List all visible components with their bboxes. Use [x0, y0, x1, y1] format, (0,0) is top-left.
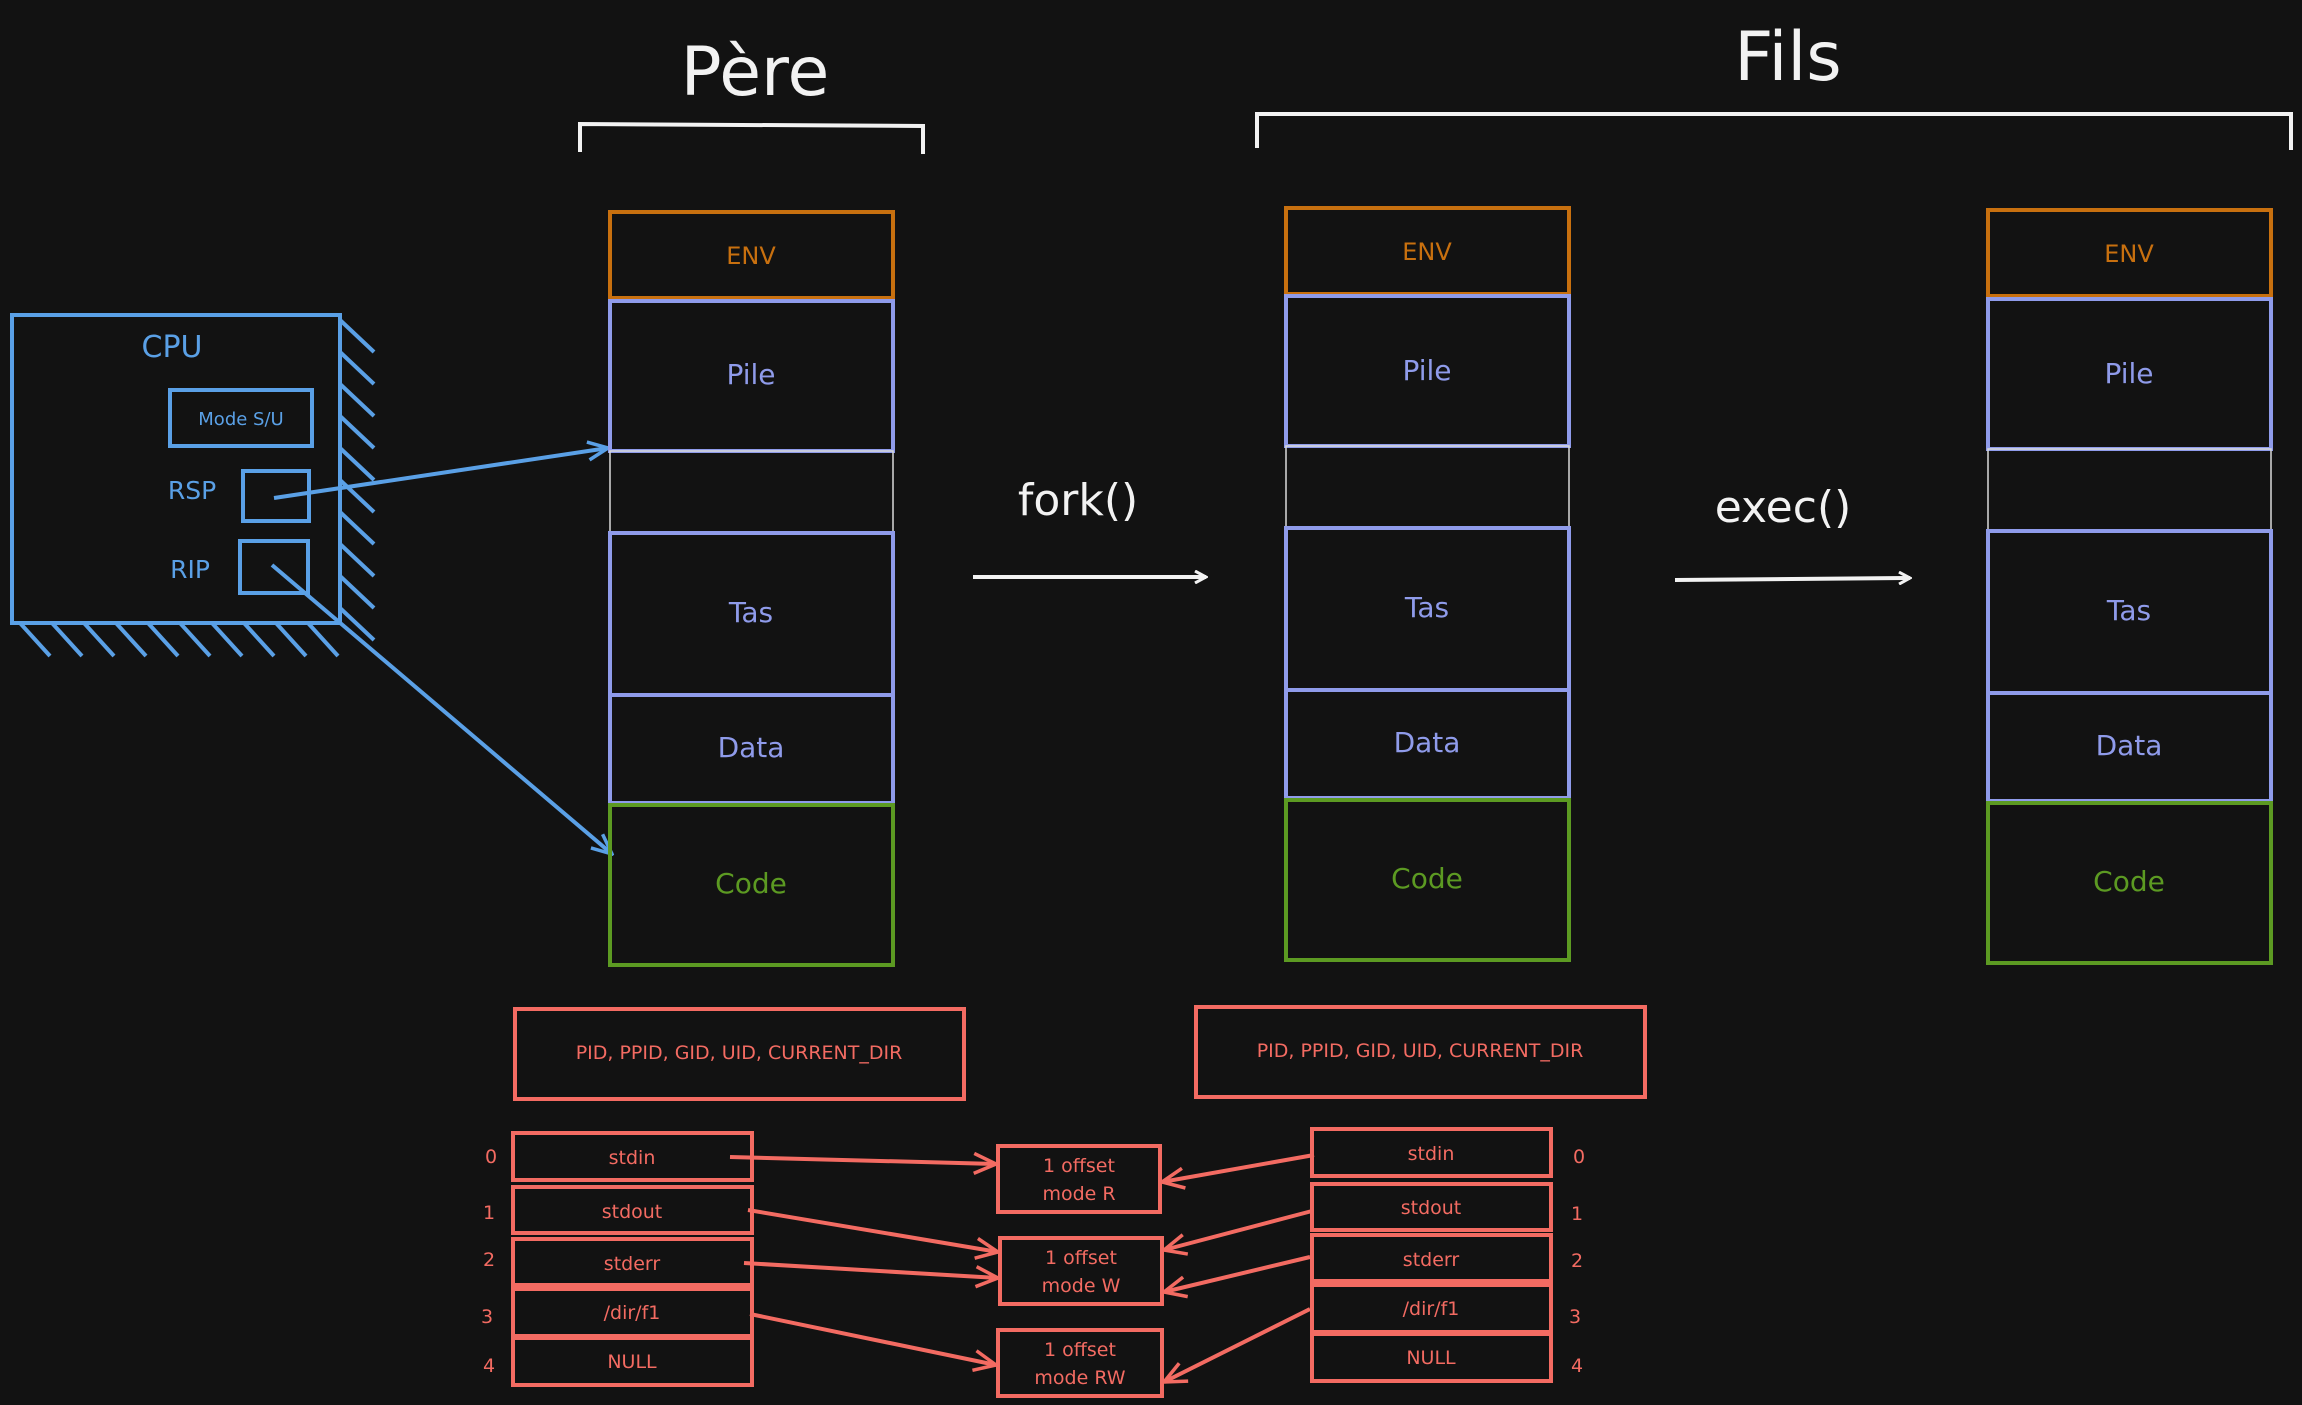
- child-stdout-arrow: [1164, 1209, 1313, 1250]
- parent-process-info-label: PID, PPID, GID, UID, CURRENT_DIR: [576, 1042, 903, 1064]
- child-process-info-label: PID, PPID, GID, UID, CURRENT_DIR: [1257, 1040, 1584, 1062]
- parent-stdout-arrow: [747, 1208, 998, 1252]
- child-process-info-box: [1194, 1005, 1647, 1099]
- open-file-mode: mode RW: [1034, 1367, 1125, 1389]
- parent-env-segment: [608, 210, 895, 300]
- parent-fd-index: 2: [483, 1249, 495, 1271]
- fd-arrows: [729, 1153, 1315, 1382]
- child-memory-exec: ENV Pile Tas Data Code: [1986, 208, 2273, 965]
- child-fd-index: 1: [1571, 1203, 1583, 1225]
- child-code-label: Code: [1391, 862, 1463, 895]
- fork-label: fork(): [1018, 475, 1138, 526]
- open-file-mode: mode R: [1042, 1183, 1115, 1205]
- exec-free-space: [1987, 448, 2272, 532]
- parent-fd-index: 1: [483, 1202, 495, 1224]
- exec-stack-label: Pile: [2104, 357, 2153, 390]
- child-code-segment: [1284, 798, 1571, 962]
- child-heap-label: Tas: [1404, 591, 1449, 624]
- rsp-label: RSP: [168, 476, 216, 505]
- parent-code-segment: [608, 803, 895, 967]
- exec-env-label: ENV: [2104, 240, 2154, 268]
- child-bracket: [1255, 112, 2293, 150]
- child-data-label: Data: [1394, 726, 1461, 759]
- child-env-label: ENV: [1402, 238, 1452, 266]
- parent-fd-index: 0: [485, 1146, 497, 1168]
- exec-arrow: [1674, 578, 1910, 580]
- cpu-hatching-right: [338, 318, 376, 642]
- parent-process-info-box: [513, 1007, 966, 1101]
- rip-to-code-arrow: [270, 563, 612, 854]
- child-fd-index: 4: [1571, 1355, 1583, 1377]
- parent-fd-row: [511, 1336, 754, 1387]
- child-fd-entry: NULL: [1406, 1347, 1456, 1369]
- parent-fd-entry: stdout: [602, 1201, 663, 1223]
- child-fd-entry: stdin: [1408, 1143, 1455, 1165]
- open-file-mode: mode W: [1042, 1275, 1121, 1297]
- child-fd-entry: stdout: [1401, 1197, 1462, 1219]
- child-fd-row: [1310, 1332, 1553, 1383]
- child-free-space: [1285, 445, 1570, 529]
- rsp-to-stack-arrow: [273, 448, 608, 500]
- exec-heap-label: Tas: [2106, 594, 2151, 627]
- child-fd-row: [1310, 1127, 1553, 1178]
- exec-env-segment: [1986, 208, 2273, 298]
- cpu-hatching-bottom: [18, 621, 340, 658]
- parent-fd-entry: stdin: [609, 1147, 656, 1169]
- parent-file-arrow: [749, 1312, 996, 1365]
- cpu-title: CPU: [142, 330, 203, 365]
- exec-code-label: Code: [2093, 865, 2165, 898]
- rip-register-box: [238, 539, 310, 595]
- parent-fd-entry: stderr: [604, 1253, 661, 1275]
- open-file-offset: 1 offset: [1043, 1155, 1115, 1177]
- parent-stack-label: Pile: [726, 358, 775, 391]
- parent-memory: ENV Pile Tas Data Code: [608, 210, 895, 967]
- parent-fd-index: 4: [483, 1355, 495, 1377]
- open-file-offset: 1 offset: [1045, 1247, 1117, 1269]
- parent-code-label: Code: [715, 867, 787, 900]
- mode-register-box: [168, 388, 314, 448]
- child-fd-row: [1310, 1233, 1553, 1283]
- exec-code-segment: [1986, 801, 2273, 965]
- parent-fd-table: stdin stdout stderr /dir/f1 NULL 0 1 2 3…: [481, 1131, 754, 1387]
- child-fd-row: [1310, 1182, 1553, 1232]
- child-stack-label: Pile: [1402, 354, 1451, 387]
- child-fd-index: 0: [1573, 1146, 1585, 1168]
- parent-heap-label: Tas: [728, 596, 773, 629]
- child-stdin-arrow: [1162, 1153, 1315, 1182]
- mode-register-label: Mode S/U: [198, 409, 283, 430]
- child-fd-index: 3: [1569, 1306, 1581, 1328]
- cpu-box: [10, 313, 342, 625]
- child-fd-index: 2: [1571, 1250, 1583, 1272]
- parent-bracket: [578, 121, 925, 154]
- open-file-offset: 1 offset: [1044, 1339, 1116, 1361]
- child-fd-table: stdin stdout stderr /dir/f1 NULL 0 1 2 3…: [1310, 1127, 1585, 1383]
- child-file-arrow: [1164, 1307, 1311, 1382]
- parent-free-space: [609, 450, 894, 534]
- parent-stdin-arrow: [729, 1157, 996, 1164]
- open-file-table: 1 offset mode R 1 offset mode W 1 offset…: [996, 1144, 1164, 1398]
- exec-data-label: Data: [2096, 729, 2163, 762]
- parent-fd-index: 3: [481, 1306, 493, 1328]
- parent-stderr-arrow: [743, 1261, 998, 1278]
- rip-label: RIP: [170, 555, 210, 584]
- cpu-block: CPU Mode S/U RSP RIP: [10, 313, 376, 658]
- parent-env-label: ENV: [726, 242, 776, 270]
- parent-title: Père: [681, 33, 830, 112]
- exec-label: exec(): [1715, 482, 1852, 533]
- parent-fd-entry: /dir/f1: [604, 1302, 661, 1324]
- child-stderr-arrow: [1164, 1255, 1311, 1292]
- child-memory-fork: ENV Pile Tas Data Code: [1284, 206, 1571, 962]
- child-fd-entry: /dir/f1: [1403, 1298, 1460, 1320]
- parent-fd-entry: NULL: [607, 1351, 657, 1373]
- child-fd-entry: stderr: [1403, 1249, 1460, 1271]
- parent-data-label: Data: [718, 731, 785, 764]
- rsp-register-box: [241, 469, 311, 523]
- child-title: Fils: [1734, 18, 1841, 97]
